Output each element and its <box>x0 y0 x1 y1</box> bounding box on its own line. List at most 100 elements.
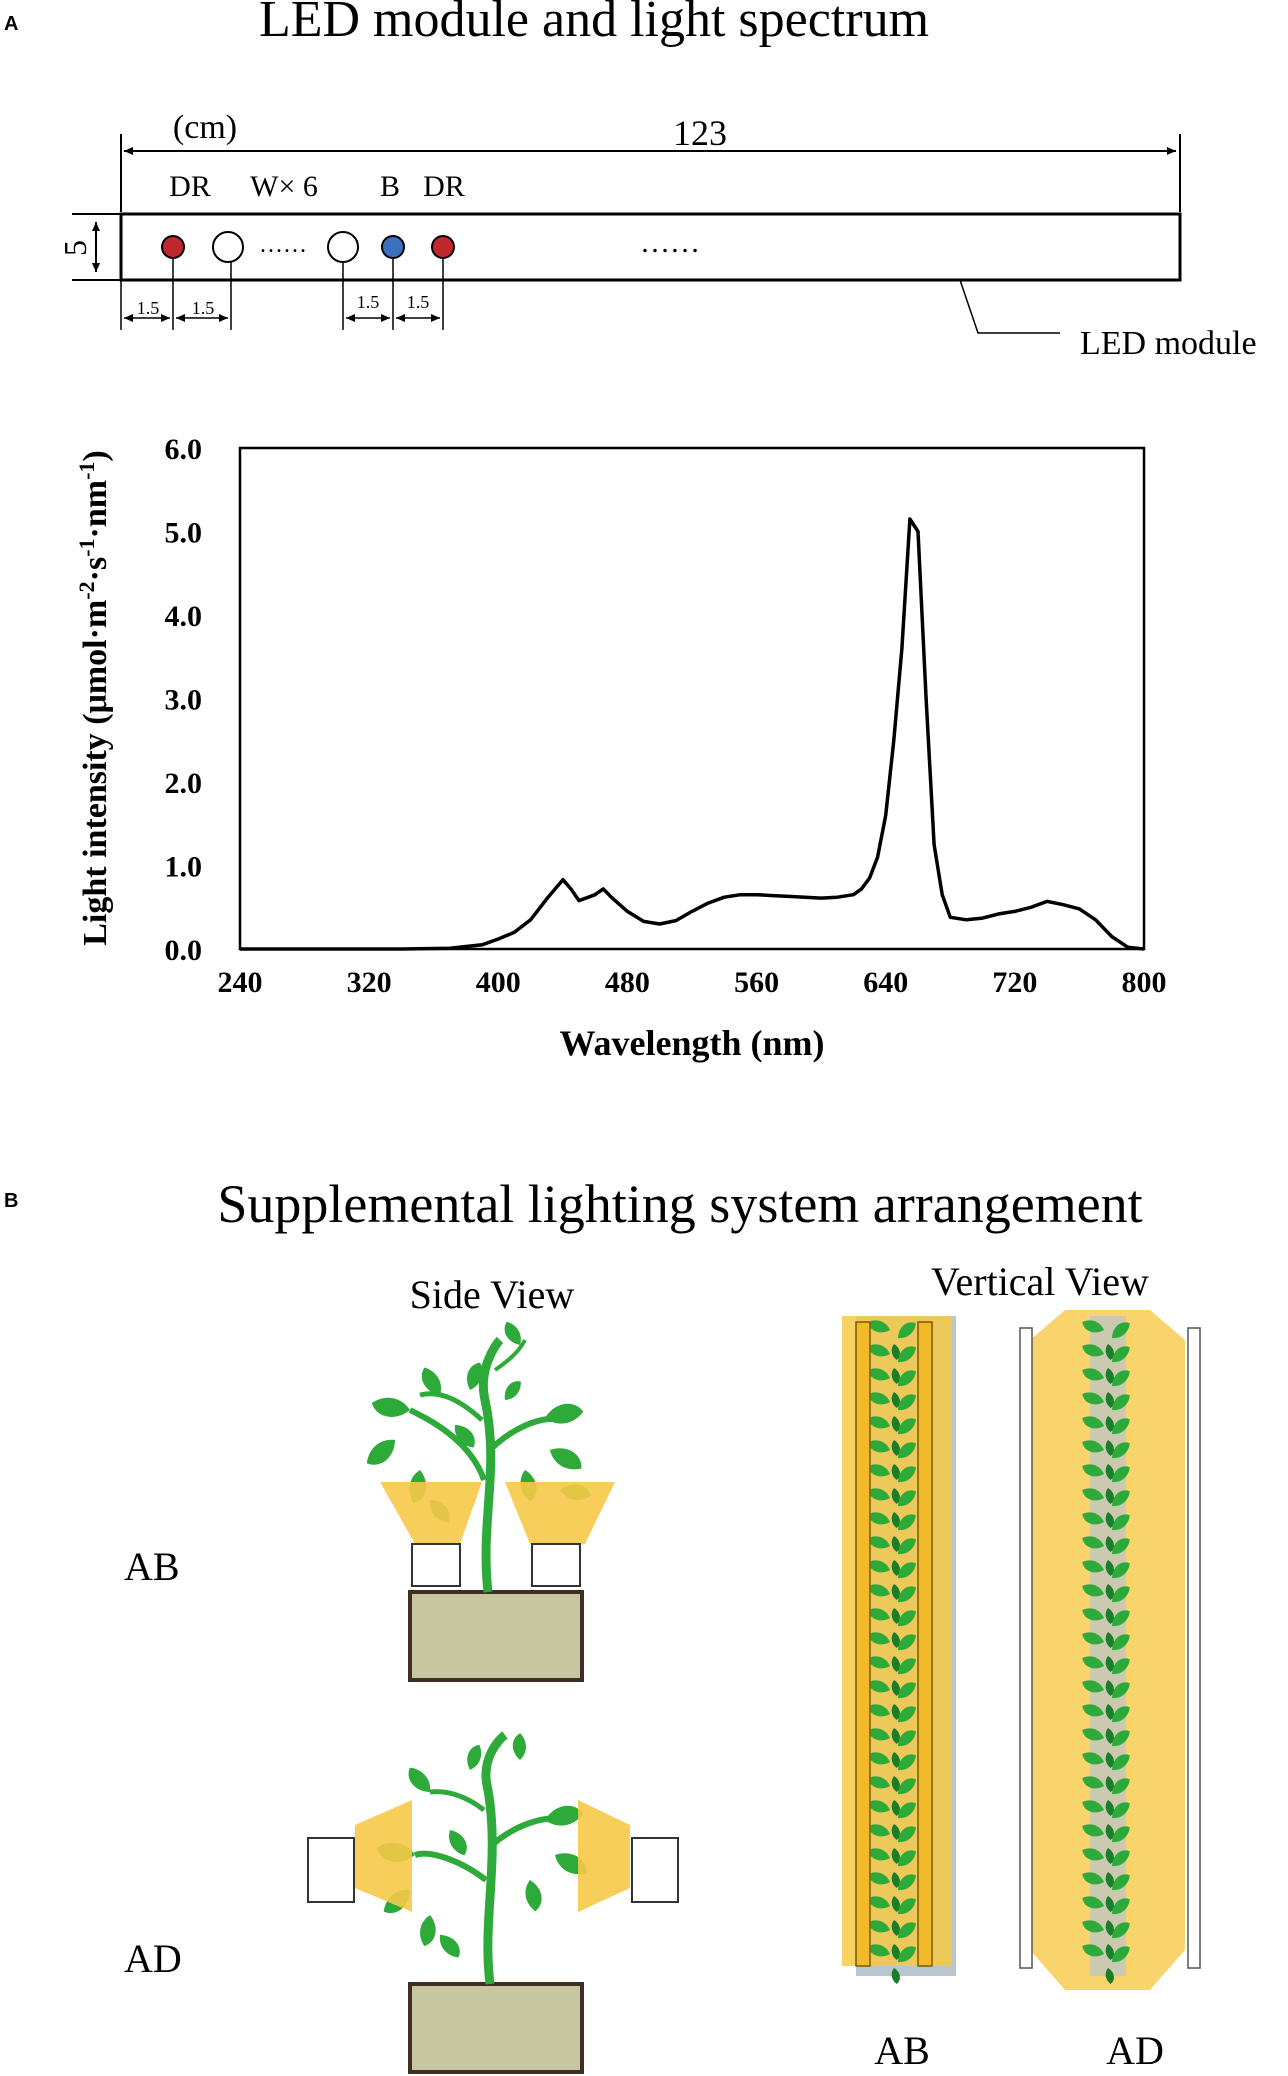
leaf <box>898 1634 916 1651</box>
leaf <box>421 1367 441 1395</box>
leaf <box>1082 1320 1104 1333</box>
led-deep-red-right <box>431 235 455 259</box>
vertical-view-label: Vertical View <box>931 1259 1149 1304</box>
leaf <box>1105 1392 1114 1408</box>
leaf <box>891 1368 900 1384</box>
leaf <box>868 1896 890 1909</box>
leaf <box>898 1706 916 1723</box>
leaf <box>1105 1824 1114 1840</box>
leaf <box>1112 1778 1130 1795</box>
spacing-label-3: 1.5 <box>357 292 380 312</box>
module-height-label: 5 <box>57 240 93 256</box>
leaf <box>1112 1850 1130 1867</box>
y-tick-label: 5.0 <box>165 517 203 550</box>
leaf <box>1112 1946 1130 1963</box>
leaf <box>1082 1680 1104 1693</box>
leaf <box>868 1320 890 1333</box>
leaf <box>898 1610 916 1627</box>
led-white-last <box>327 231 359 263</box>
leaf <box>891 1920 900 1936</box>
leaf <box>1105 1872 1114 1888</box>
leaf <box>898 1730 916 1747</box>
lamp-ad-left <box>307 1837 355 1903</box>
light-cone-ab-left <box>380 1482 482 1544</box>
leaf <box>868 1584 890 1597</box>
leaf <box>504 1381 521 1400</box>
leaf <box>898 1946 916 1963</box>
leaf <box>1105 1704 1114 1720</box>
leaf <box>420 1915 436 1947</box>
leaf <box>868 1608 890 1621</box>
leaf <box>1082 1440 1104 1453</box>
panel-b-title: Supplemental lighting system arrangement <box>217 1174 1142 1234</box>
leaf <box>1082 1560 1104 1573</box>
leaf <box>1105 1464 1114 1480</box>
leaf <box>868 1800 890 1813</box>
leaf <box>898 1562 916 1579</box>
leaf <box>868 1920 890 1933</box>
leaf <box>891 1560 900 1576</box>
leaf <box>550 1448 582 1470</box>
leaf <box>898 1466 916 1483</box>
leaf <box>1105 1968 1114 1984</box>
leaf <box>898 1874 916 1891</box>
leaf <box>1112 1898 1130 1915</box>
leaf <box>891 1752 900 1768</box>
leaf <box>868 1632 890 1645</box>
lamp-ab-right <box>531 1543 581 1587</box>
leaf <box>439 1935 460 1958</box>
leaf <box>1112 1442 1130 1459</box>
y-tick-label: 6.0 <box>165 433 203 466</box>
leaf <box>898 1394 916 1411</box>
leaf <box>868 1344 890 1357</box>
leaf <box>454 1425 475 1448</box>
leaf <box>1082 1368 1104 1381</box>
vertical-ab-lamp-right <box>917 1321 933 1967</box>
leaf <box>1105 1344 1114 1360</box>
leaf <box>467 1362 483 1390</box>
leaf <box>1112 1802 1130 1819</box>
leaf <box>898 1586 916 1603</box>
y-tick-label: 1.0 <box>165 851 203 884</box>
leaf <box>868 1440 890 1453</box>
leaf <box>1082 1800 1104 1813</box>
leaf <box>1082 1392 1104 1405</box>
pot-ab <box>408 1590 584 1682</box>
leaf <box>898 1346 916 1363</box>
leaf <box>868 1416 890 1429</box>
leaf <box>898 1922 916 1939</box>
label-white-x6: W× 6 <box>250 170 318 203</box>
spacing-label-1: 1.5 <box>137 298 160 318</box>
leaf <box>868 1944 890 1957</box>
leaf <box>868 1704 890 1717</box>
leaf <box>868 1776 890 1789</box>
leaf <box>1082 1824 1104 1837</box>
x-tick-label: 720 <box>992 966 1037 999</box>
leaf <box>898 1490 916 1507</box>
leaf <box>1105 1368 1114 1384</box>
leaf <box>898 1778 916 1795</box>
leaf <box>898 1538 916 1555</box>
leaf <box>1112 1490 1130 1507</box>
leaf <box>1105 1512 1114 1528</box>
leaf <box>891 1344 900 1360</box>
vertical-ad-lamp-left <box>1019 1327 1033 1969</box>
leaf <box>898 1802 916 1819</box>
leaf <box>891 1776 900 1792</box>
leaf <box>1105 1752 1114 1768</box>
leaf <box>868 1464 890 1477</box>
plot-area-frame <box>238 446 1146 951</box>
leaf <box>1105 1728 1114 1744</box>
vertical-view-ad <box>1019 1310 1201 1990</box>
leaf <box>891 1512 900 1528</box>
leaf <box>898 1418 916 1435</box>
leaf <box>1112 1322 1130 1339</box>
leaf <box>898 1682 916 1699</box>
leaf <box>868 1536 890 1549</box>
leaf <box>1105 1608 1114 1624</box>
leaf <box>504 1321 521 1345</box>
x-tick-label: 480 <box>605 966 650 999</box>
leaf <box>371 1397 410 1417</box>
leaf <box>467 1744 482 1770</box>
